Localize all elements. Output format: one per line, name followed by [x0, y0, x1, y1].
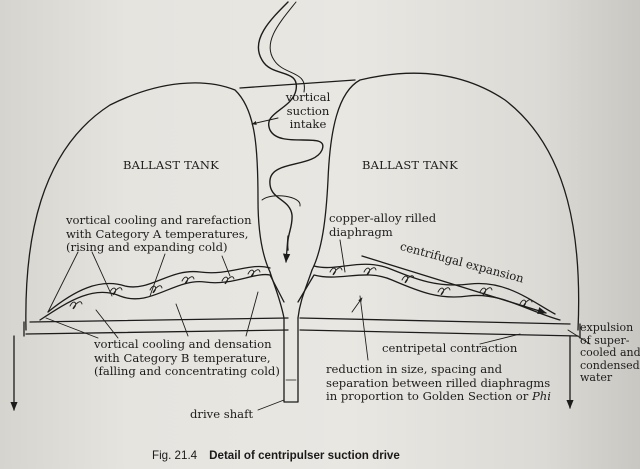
vortical-spiral — [257, 1, 324, 251]
centripetal-contraction-label: centripetal contraction — [382, 341, 518, 355]
leader-cooling-a-3 — [149, 253, 166, 297]
copper-alloy-diaphragm-label: copper-alloy rilled diaphragm — [329, 211, 437, 239]
figure-caption: Fig. 21.4 Detail of centripulser suction … — [152, 449, 400, 462]
base-platform-bottom — [25, 329, 579, 337]
right-coils — [329, 267, 533, 308]
funnel-neck — [269, 269, 313, 319]
drive-shaft-label: drive shaft — [190, 407, 254, 421]
intake-down-arrow — [282, 235, 291, 263]
leader-cooling-a-1 — [47, 251, 79, 313]
drive-shaft — [283, 317, 299, 403]
leader-cooling-b-1 — [45, 317, 99, 339]
vortical-suction-intake-label: vortical suction intake — [285, 90, 331, 131]
leader-reduction — [359, 295, 369, 361]
ballast-tank-right-label: BALLAST TANK — [362, 158, 458, 172]
expulsion-label: expulsion of super- cooled and condensed… — [580, 321, 640, 385]
leader-copper — [339, 239, 346, 273]
leader-cooling-b-3 — [175, 303, 189, 337]
figure-title: Detail of centripulser suction drive — [209, 449, 400, 462]
upper-diaphragm-wave — [47, 263, 556, 315]
leader-cooling-a-2 — [91, 251, 113, 297]
ballast-tank-left-label: BALLAST TANK — [123, 158, 219, 172]
leader-centripetal — [479, 333, 521, 345]
base-platform-top — [29, 317, 571, 325]
left-coils — [69, 269, 261, 310]
reduction-golden-section-label: reduction in size, spacing and separatio… — [326, 362, 551, 403]
leader-cooling-b-4 — [245, 291, 259, 337]
leader-cooling-b-2 — [95, 309, 119, 339]
leader-expulsion — [567, 329, 591, 345]
left-tank-outline — [25, 82, 271, 331]
right-tank-outline — [311, 72, 580, 331]
vortical-cooling-b-label: vortical cooling and densation with Cate… — [94, 337, 280, 378]
lower-diaphragm-wave — [39, 273, 561, 321]
inner-up-arrow — [351, 297, 363, 313]
figure-number: Fig. 21.4 — [152, 449, 198, 462]
leader-cooling-a-4 — [221, 255, 231, 277]
phi-term: Phi — [531, 389, 551, 403]
top-connector-line — [239, 79, 356, 89]
leader-drive-shaft — [257, 399, 285, 411]
vortical-cooling-a-label: vortical cooling and rarefaction with Ca… — [66, 213, 252, 254]
centrifugal-arrow — [361, 255, 547, 315]
